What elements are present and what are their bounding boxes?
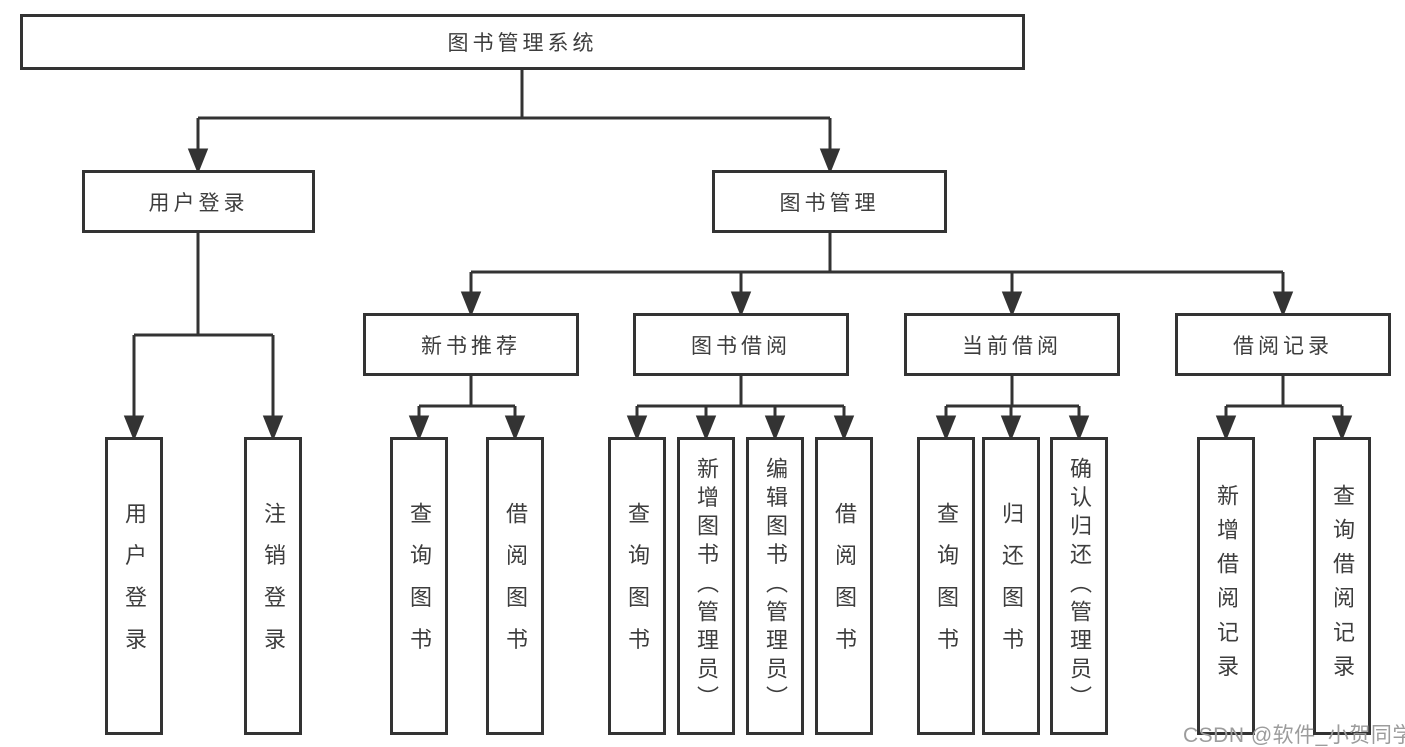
leaf-add-borrow-record-label: 新增借阅记录: [1214, 483, 1239, 689]
leaf-query-books-current: 查询图书: [917, 437, 975, 735]
leaf-user-login-label: 用户登录: [122, 502, 147, 670]
edge-user-login-to-leaves: [123, 233, 284, 442]
csdn-watermark: CSDN @软件_小贺同学: [1183, 724, 1405, 747]
leaf-logout-label: 注销登录: [261, 502, 286, 670]
edge-book-borrowing-to-leaves: [626, 376, 855, 442]
node-borrowing-records-label: 借阅记录: [1233, 334, 1333, 358]
leaf-borrow-books-borrowing-label: 借阅图书: [832, 502, 857, 670]
node-user-login: 用户登录: [82, 170, 315, 233]
node-book-borrowing-label: 图书借阅: [691, 334, 791, 358]
leaf-borrow-books-recommend: 借阅图书: [486, 437, 544, 735]
node-book-management: 图书管理: [712, 170, 947, 233]
edge-borrowing-records-to-leaves: [1215, 376, 1353, 442]
leaf-query-books-current-label: 查询图书: [934, 502, 959, 670]
leaf-borrow-books-borrowing: 借阅图书: [815, 437, 873, 735]
leaf-query-borrow-record-label: 查询借阅记录: [1330, 483, 1355, 689]
edge-book-management-to-level3: [460, 233, 1294, 318]
node-root: 图书管理系统: [20, 14, 1025, 70]
leaf-user-login: 用户登录: [105, 437, 163, 735]
leaf-add-book-admin: 新增图书（管理员）: [677, 437, 735, 735]
leaf-add-borrow-record: 新增借阅记录: [1197, 437, 1255, 735]
leaf-return-books-label: 归还图书: [999, 502, 1024, 670]
leaf-query-books-recommend: 查询图书: [390, 437, 448, 735]
node-current-borrowing-label: 当前借阅: [962, 334, 1062, 358]
leaf-logout: 注销登录: [244, 437, 302, 735]
leaf-query-borrow-record: 查询借阅记录: [1313, 437, 1371, 735]
node-book-management-label: 图书管理: [779, 191, 880, 215]
leaf-add-book-admin-label: 新增图书（管理员）: [694, 457, 719, 715]
node-current-borrowing: 当前借阅: [904, 313, 1120, 376]
edge-root-to-level2: [187, 70, 841, 175]
node-root-label: 图书管理系统: [447, 32, 598, 55]
leaf-borrow-books-recommend-label: 借阅图书: [503, 502, 528, 670]
leaf-return-books: 归还图书: [982, 437, 1040, 735]
node-user-login-label: 用户登录: [148, 191, 249, 215]
leaf-query-books-borrowing: 查询图书: [608, 437, 666, 735]
leaf-edit-book-admin: 编辑图书（管理员）: [746, 437, 804, 735]
leaf-edit-book-admin-label: 编辑图书（管理员）: [763, 457, 788, 715]
node-new-book-recommend: 新书推荐: [363, 313, 579, 376]
edge-new-book-recommend-to-leaves: [408, 376, 526, 442]
leaf-query-books-recommend-label: 查询图书: [407, 502, 432, 670]
node-book-borrowing: 图书借阅: [633, 313, 849, 376]
leaf-confirm-return-admin: 确认归还（管理员）: [1050, 437, 1108, 735]
leaf-query-books-borrowing-label: 查询图书: [625, 502, 650, 670]
node-borrowing-records: 借阅记录: [1175, 313, 1391, 376]
node-new-book-recommend-label: 新书推荐: [421, 334, 521, 358]
edge-current-borrowing-to-leaves: [935, 376, 1090, 442]
leaf-confirm-return-admin-label: 确认归还（管理员）: [1067, 457, 1092, 715]
